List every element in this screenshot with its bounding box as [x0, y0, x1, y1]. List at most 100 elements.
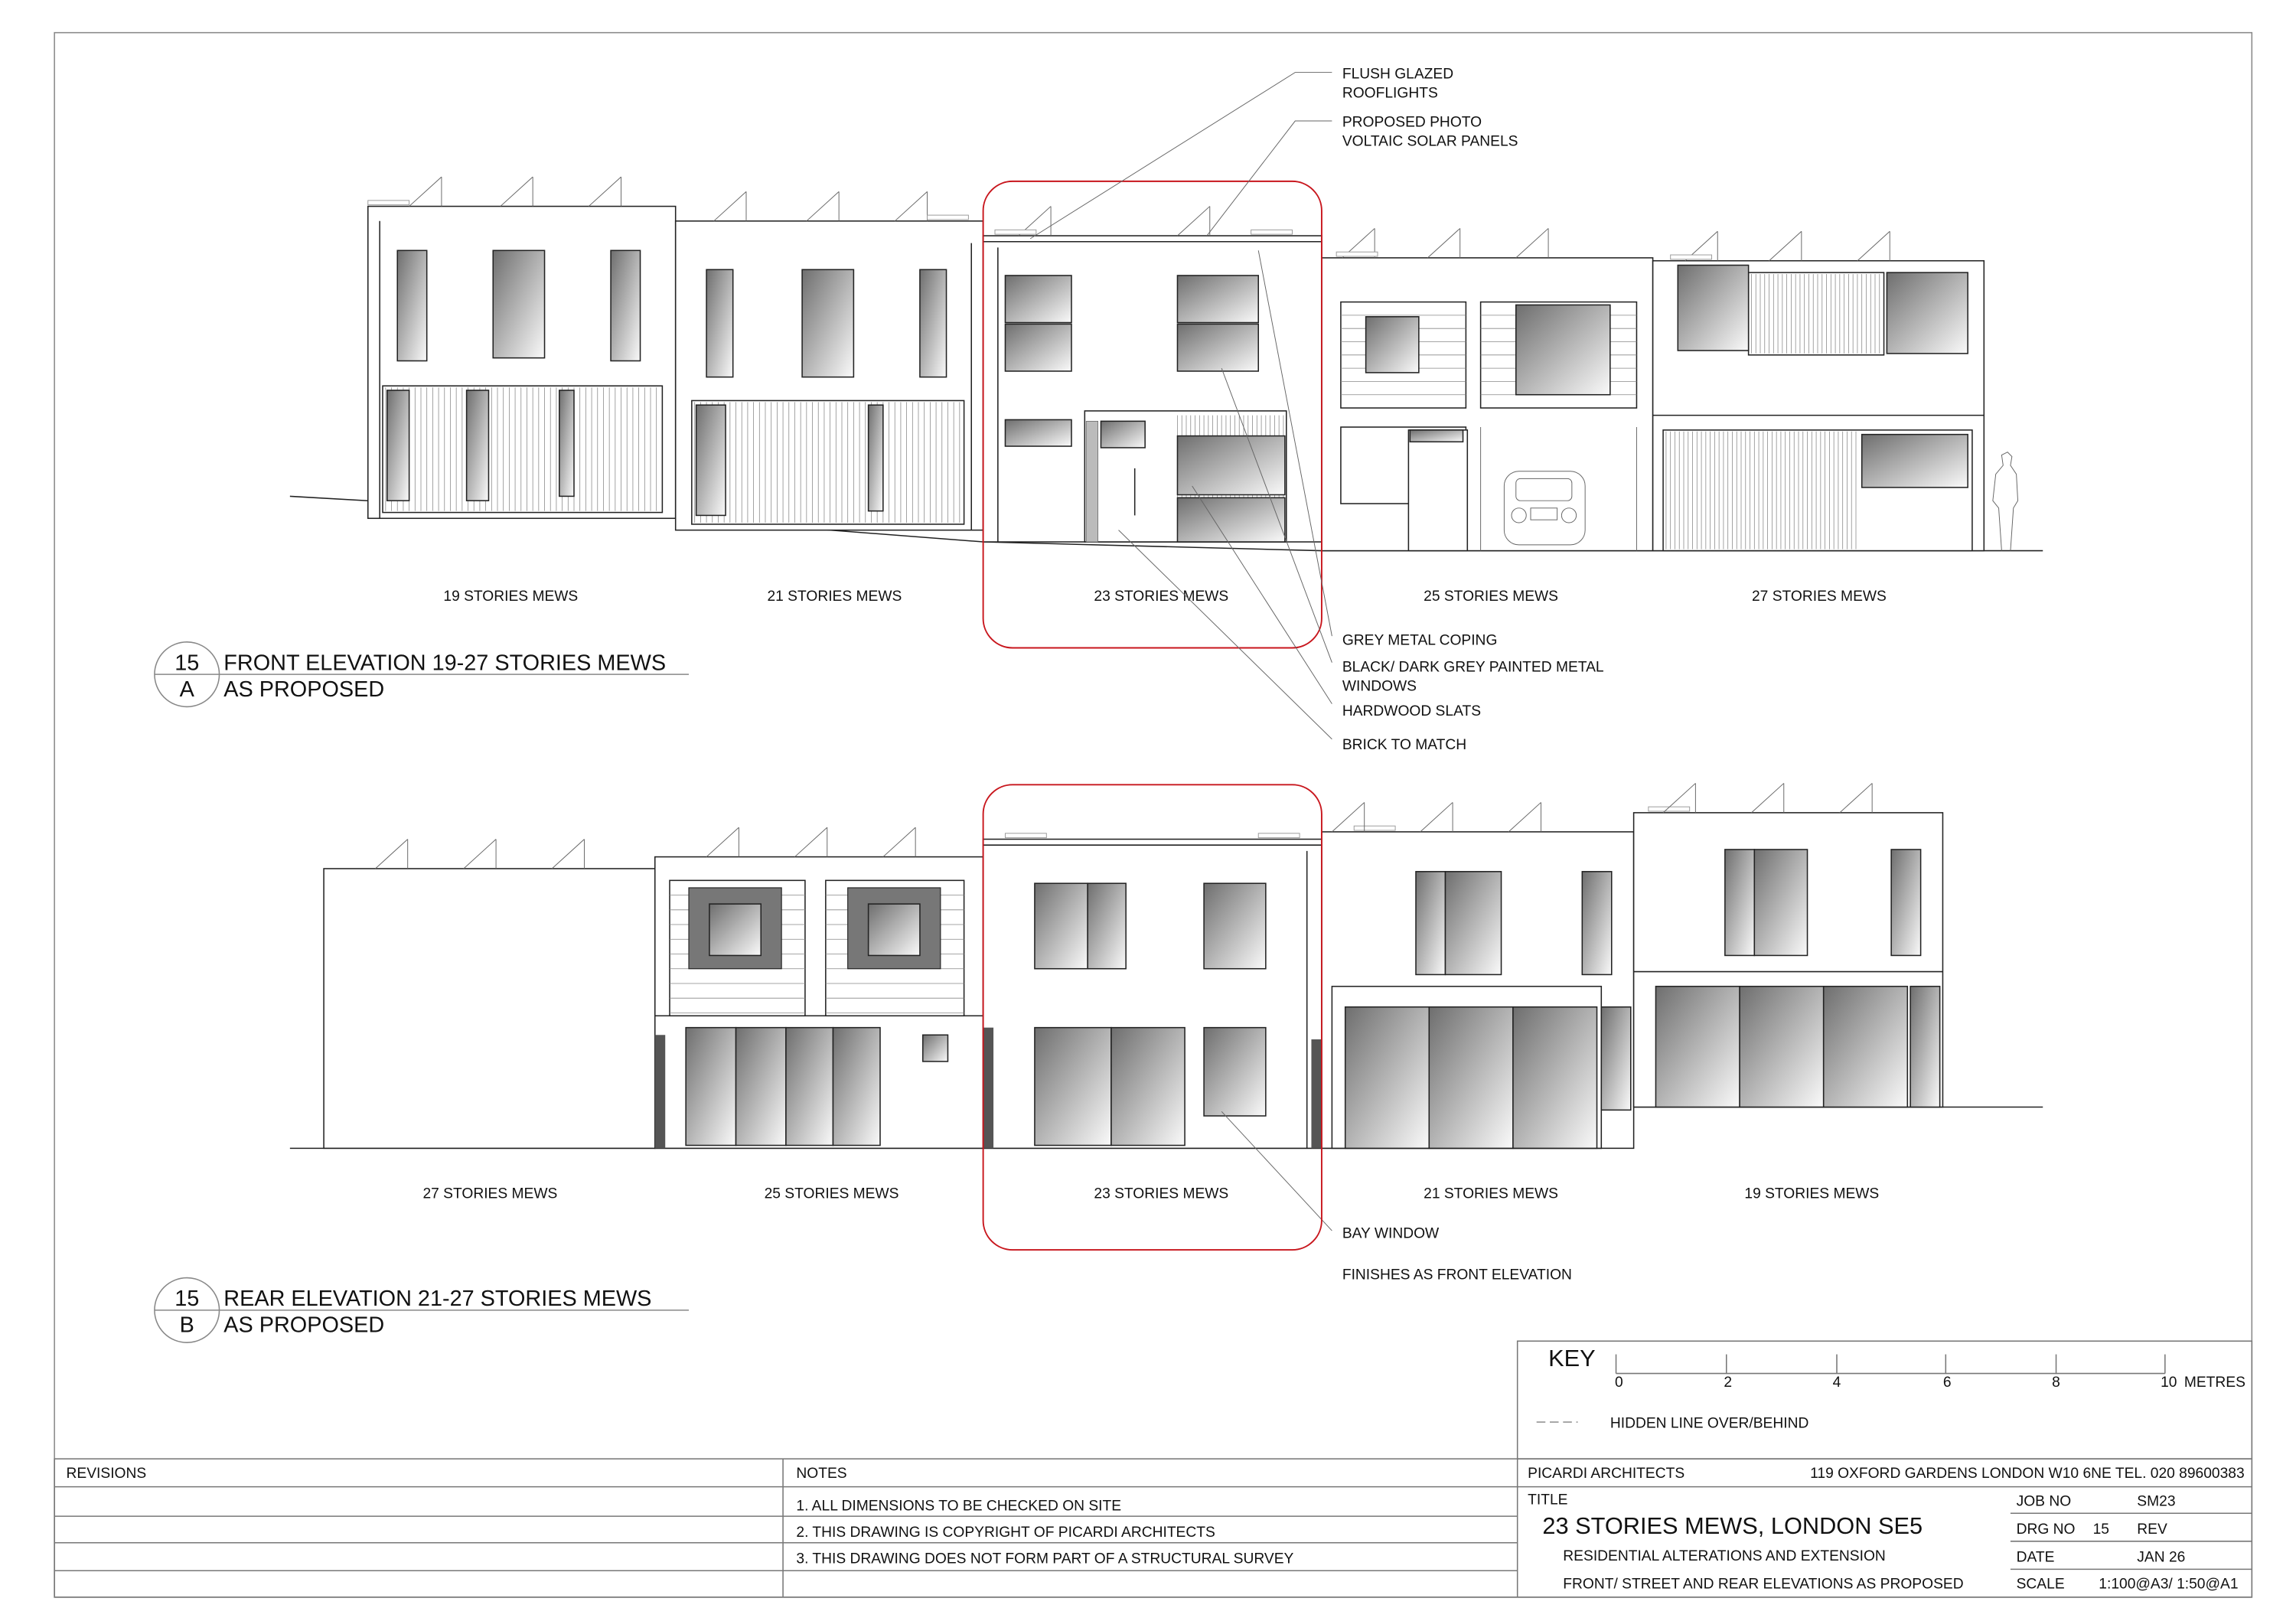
solar-panel-icon — [1332, 802, 1365, 833]
note-item: 2. THIS DRAWING IS COPYRIGHT OF PICARDI … — [796, 1525, 1215, 1541]
solar-panel-icon — [882, 827, 916, 857]
rooflight-icon — [367, 200, 410, 206]
project-title: 23 STORIES MEWS, LONDON SE5 — [1542, 1512, 1923, 1539]
scale-tick-label: 10 — [2161, 1375, 2177, 1391]
rear-highlight-23 — [982, 784, 1322, 1251]
rev-label: REV — [2137, 1522, 2167, 1538]
project-description: RESIDENTIAL ALTERATIONS AND EXTENSION — [1563, 1548, 1885, 1564]
annotation: BLACK/ DARK GREY PAINTED METAL — [1342, 659, 1604, 675]
job-no-value: SM23 — [2137, 1494, 2175, 1510]
house-label: 23 STORIES MEWS — [1094, 589, 1228, 605]
rear-title-marker: 15 B REAR ELEVATION 21-27 STORIES MEWS A… — [154, 1277, 689, 1343]
date-value: JAN 26 — [2137, 1550, 2185, 1566]
rooflight-icon — [1648, 806, 1691, 812]
solar-panel-icon — [500, 176, 533, 207]
rooflight-icon — [927, 214, 969, 220]
elevation-title: REAR ELEVATION 21-27 STORIES MEWS — [223, 1287, 651, 1311]
date-label: DATE — [2017, 1550, 2055, 1566]
rear-house-19 — [1632, 812, 1944, 1108]
front-title-marker: 15 A FRONT ELEVATION 19-27 STORIES MEWS … — [154, 641, 689, 708]
scale-tick-label: 2 — [1724, 1375, 1732, 1391]
solar-panel-icon — [1420, 802, 1453, 833]
firm-name: PICARDI ARCHITECTS — [1528, 1466, 1684, 1482]
scale-tick-label: 6 — [1943, 1375, 1952, 1391]
annotation: PROPOSED PHOTO — [1342, 115, 1482, 131]
rear-elevation: 27 STORIES MEWS 25 STORIES MEWS 23 STORI… — [154, 783, 2043, 1343]
solar-panel-icon — [794, 827, 828, 857]
solar-panel-icon — [409, 176, 442, 207]
scale-tick-label: 0 — [1615, 1375, 1623, 1391]
rear-house-labels: 27 STORIES MEWS 25 STORIES MEWS 23 STORI… — [422, 1186, 1879, 1202]
annotation: HARDWOOD SLATS — [1342, 703, 1481, 719]
solar-panel-icon — [806, 191, 840, 222]
annotation: WINDOWS — [1342, 678, 1417, 694]
front-house-27 — [1652, 259, 1985, 552]
rear-house-27 — [323, 868, 656, 1150]
front-house-23 — [982, 235, 1322, 543]
solar-panel-icon — [1857, 230, 1890, 262]
front-leader-lines — [1029, 72, 1332, 740]
rooflight-icon — [1353, 825, 1396, 831]
rear-house-25 — [654, 856, 984, 1150]
house-label: 19 STORIES MEWS — [1744, 1186, 1879, 1202]
drawing-number: 15 — [174, 651, 199, 675]
note-item: 3. THIS DRAWING DOES NOT FORM PART OF A … — [796, 1551, 1293, 1567]
elevation-title: FRONT ELEVATION 19-27 STORIES MEWS — [223, 651, 666, 675]
title-block: REVISIONS NOTES 1. ALL DIMENSIONS TO BE … — [54, 1458, 2253, 1598]
rooflight-icon — [994, 229, 1037, 235]
solar-panel-icon — [1177, 206, 1211, 236]
drg-no-label: DRG NO — [2017, 1522, 2076, 1538]
revisions-header: REVISIONS — [67, 1466, 147, 1482]
solar-panel-icon — [1515, 228, 1549, 259]
annotation: FINISHES AS FRONT ELEVATION — [1342, 1267, 1572, 1283]
annotation: BRICK TO MATCH — [1342, 737, 1466, 753]
house-label: 27 STORIES MEWS — [422, 1186, 557, 1202]
solar-panel-icon — [1769, 230, 1802, 262]
annotation: BAY WINDOW — [1342, 1226, 1440, 1242]
solar-panel-icon — [375, 839, 409, 869]
annotation: VOLTAIC SOLAR PANELS — [1342, 134, 1518, 150]
house-label: 25 STORIES MEWS — [1424, 589, 1558, 605]
drawing-description: FRONT/ STREET AND REAR ELEVATIONS AS PRO… — [1563, 1576, 1963, 1592]
solar-panel-icon — [894, 191, 928, 222]
scale-bar: 0 2 4 6 8 10 METRES — [1615, 1354, 2245, 1391]
front-house-labels: 19 STORIES MEWS 21 STORIES MEWS 23 STORI… — [443, 589, 1886, 605]
rooflight-icon — [1004, 833, 1047, 839]
human-scale-figure-icon — [1992, 452, 2019, 551]
key-title: KEY — [1548, 1345, 1596, 1371]
solar-panel-icon — [1508, 802, 1541, 833]
scale-label: SCALE — [2017, 1576, 2065, 1592]
annotation: FLUSH GLAZED — [1342, 66, 1453, 82]
brick-pier — [1085, 420, 1098, 543]
solar-panel-icon — [713, 191, 747, 222]
drawing-number: 15 — [174, 1287, 199, 1311]
scale-unit: METRES — [2184, 1375, 2245, 1391]
elevation-subtitle: AS PROPOSED — [223, 1313, 384, 1338]
solar-panel-icon — [463, 839, 497, 869]
drg-no-value: 15 — [2093, 1522, 2109, 1538]
job-no-label: JOB NO — [2017, 1494, 2072, 1510]
solar-panel-icon — [551, 839, 585, 869]
solar-panel-icon — [1427, 228, 1461, 259]
annotation: GREY METAL COPING — [1342, 633, 1498, 649]
solar-panel-icon — [706, 827, 739, 857]
note-item: 1. ALL DIMENSIONS TO BE CHECKED ON SITE — [796, 1498, 1121, 1514]
solar-panel-icon — [1662, 783, 1696, 814]
house-label: 25 STORIES MEWS — [765, 1186, 899, 1202]
house-label: 27 STORIES MEWS — [1752, 589, 1887, 605]
rooflight-icon — [1670, 254, 1713, 260]
hidden-line-label: HIDDEN LINE OVER/BEHIND — [1610, 1416, 1809, 1432]
house-label: 21 STORIES MEWS — [767, 589, 902, 605]
solar-panel-icon — [1839, 783, 1873, 814]
solar-panel-icon — [588, 176, 621, 207]
solar-panel-icon — [1751, 783, 1785, 814]
house-label: 19 STORIES MEWS — [443, 589, 578, 605]
rooflight-icon — [1251, 229, 1293, 235]
rear-house-23 — [982, 838, 1322, 1150]
key-panel: KEY 0 2 4 6 8 10 METRES HIDDEN LINE OVER… — [1516, 1340, 2253, 1460]
rooflight-icon — [1257, 833, 1300, 839]
notes-header: NOTES — [796, 1466, 846, 1482]
front-house-25 — [1321, 257, 1654, 552]
front-highlight-23 — [982, 180, 1322, 649]
